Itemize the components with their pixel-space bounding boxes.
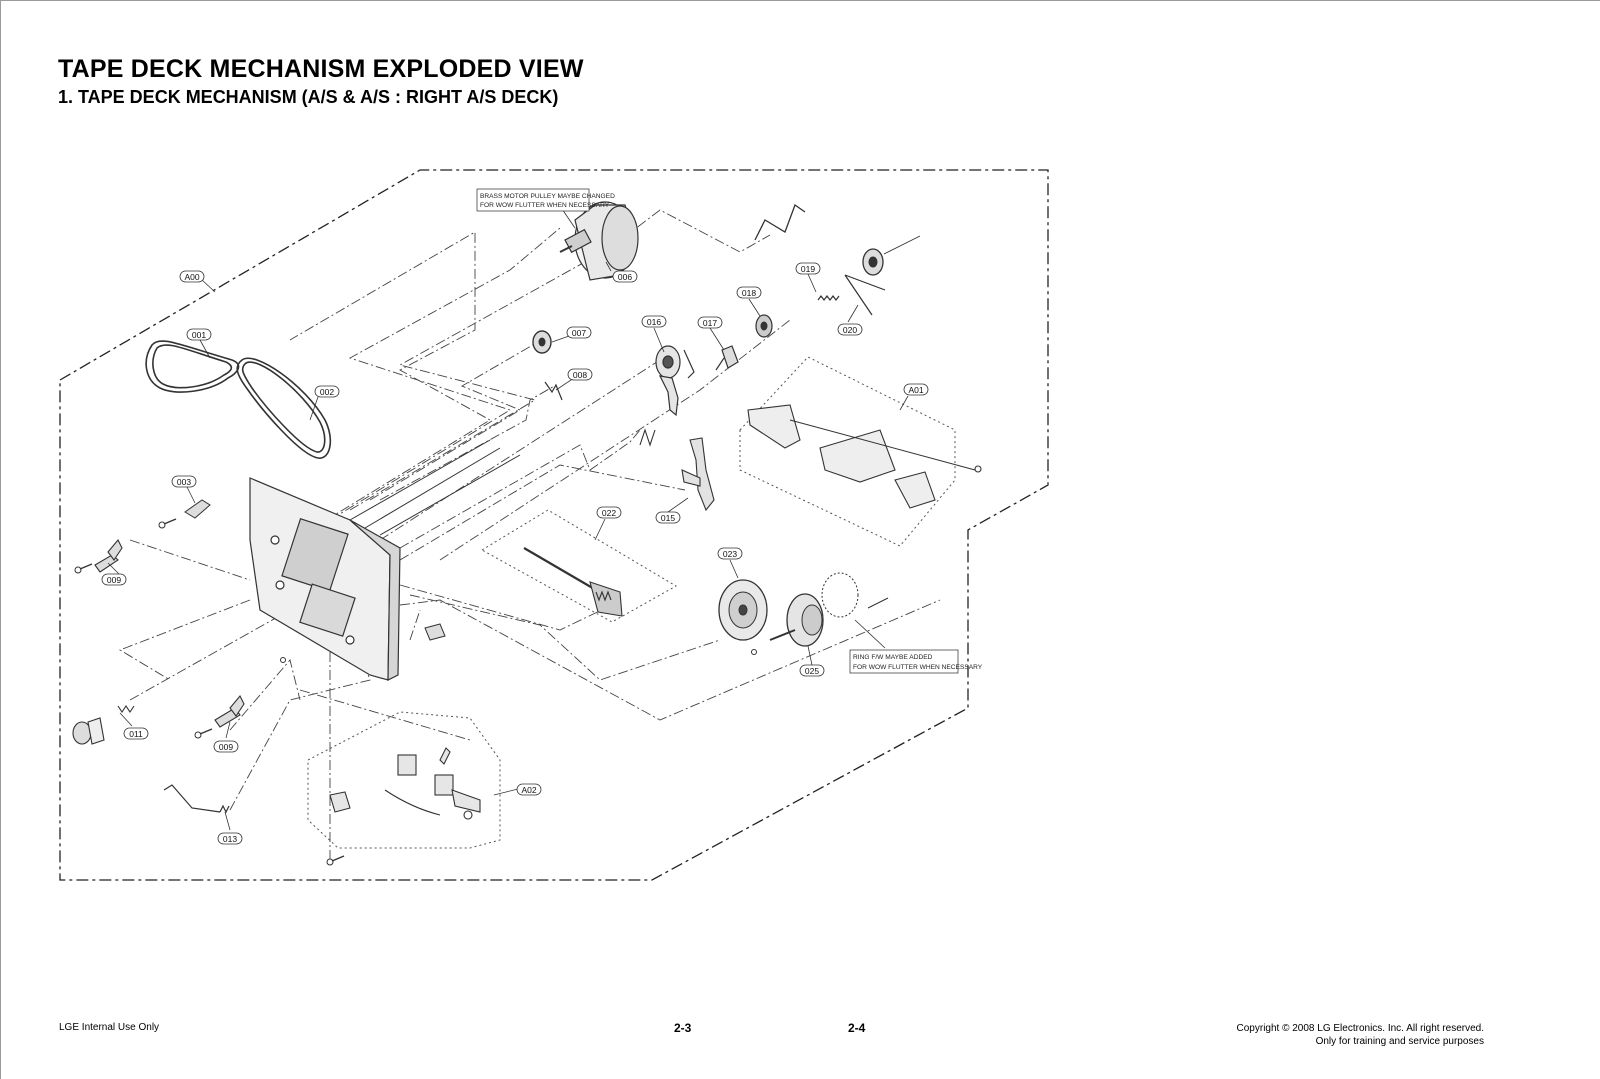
svg-text:009: 009 — [219, 742, 233, 752]
belt-001 — [145, 340, 240, 393]
pulley-007 — [532, 330, 552, 354]
group-022-outline — [481, 509, 677, 623]
svg-text:011: 011 — [129, 729, 143, 739]
page-title: TAPE DECK MECHANISM EXPLODED VIEW — [58, 55, 584, 83]
page-border-top — [0, 0, 1600, 1]
svg-text:FOR WOW FLUTTER WHEN NECESSARY: FOR WOW FLUTTER WHEN NECESSARY — [853, 664, 983, 671]
shaft-009-top — [94, 539, 123, 573]
callout-025: 025 — [799, 664, 825, 677]
callout-011: 011 — [123, 727, 149, 740]
spring-small — [639, 428, 656, 447]
bracket-small — [424, 623, 446, 641]
callout-019: 019 — [795, 262, 821, 275]
svg-text:A00: A00 — [184, 272, 199, 282]
svg-text:003: 003 — [177, 477, 191, 487]
leader-lines — [107, 205, 909, 831]
svg-text:BRASS MOTOR PULLEY MAYBE CHANG: BRASS MOTOR PULLEY MAYBE CHANGED — [480, 193, 615, 200]
svg-text:RING F/W MAYBE ADDED: RING F/W MAYBE ADDED — [853, 654, 933, 661]
subassembly-a02-outline — [307, 711, 501, 849]
callout-017: 017 — [697, 316, 723, 329]
svg-text:002: 002 — [320, 387, 334, 397]
svg-text:018: 018 — [742, 288, 756, 298]
callout-009-top: 009 — [101, 573, 127, 586]
main-chassis — [249, 439, 521, 681]
svg-text:015: 015 — [661, 513, 675, 523]
svg-text:017: 017 — [703, 318, 717, 328]
head-assembly-a02 — [329, 747, 481, 820]
svg-text:013: 013 — [223, 834, 237, 844]
screw-009-top — [74, 563, 93, 574]
footer-copyright-block: Copyright © 2008 LG Electronics. Inc. Al… — [1237, 1022, 1484, 1048]
shaft-009-bottom — [214, 695, 245, 728]
copyright-text: Copyright © 2008 LG Electronics. Inc. Al… — [1236, 1023, 1484, 1034]
flywheel-018 — [755, 314, 773, 338]
svg-text:020: 020 — [843, 325, 857, 335]
arm-017 — [715, 345, 739, 371]
svg-text:025: 025 — [805, 666, 819, 676]
svg-text:001: 001 — [192, 330, 206, 340]
gear-023 — [718, 579, 768, 641]
svg-text:023: 023 — [723, 549, 737, 559]
footer-internal-use: LGE Internal Use Only — [59, 1022, 160, 1033]
callout-a02: A02 — [516, 783, 542, 796]
page-number-right: 2-4 — [848, 1021, 866, 1035]
svg-text:009: 009 — [107, 575, 121, 585]
callout-023: 023 — [717, 547, 743, 560]
spring-008 — [544, 381, 563, 401]
lever-016 — [655, 345, 695, 417]
head-assembly-a01 — [747, 404, 982, 509]
callout-a01: A01 — [903, 383, 929, 396]
solenoid-022 — [523, 547, 623, 617]
spring-019 — [817, 295, 840, 301]
wire-spring-020 — [844, 274, 886, 316]
reel-wheel-top — [862, 235, 921, 276]
callout-009-bottom: 009 — [213, 740, 239, 753]
svg-text:FOR WOW FLUTTER WHEN NECESSARY: FOR WOW FLUTTER WHEN NECESSARY — [480, 202, 610, 209]
svg-text:016: 016 — [647, 317, 661, 327]
page-border-left — [0, 0, 1, 1079]
callout-a00: A00 — [179, 270, 205, 283]
page-number-left: 2-3 — [674, 1021, 692, 1035]
callout-007: 007 — [566, 326, 592, 339]
callout-001: 001 — [186, 328, 212, 341]
callout-002: 002 — [314, 385, 340, 398]
belt-002 — [236, 357, 332, 459]
svg-text:019: 019 — [801, 264, 815, 274]
capstan-025 — [769, 572, 889, 647]
bracket-top — [754, 203, 806, 241]
bracket-003 — [184, 499, 211, 519]
svg-text:022: 022 — [602, 508, 616, 518]
screw-009-bottom — [194, 728, 213, 739]
note-ring-fw: RING F/W MAYBE ADDED FOR WOW FLUTTER WHE… — [849, 649, 983, 674]
callout-015: 015 — [655, 511, 681, 524]
callout-020: 020 — [837, 323, 863, 336]
svg-text:008: 008 — [573, 370, 587, 380]
callout-022: 022 — [596, 506, 622, 519]
lever-015 — [681, 437, 715, 512]
callout-008: 008 — [567, 368, 593, 381]
page-subtitle: 1. TAPE DECK MECHANISM (A/S & A/S : RIGH… — [58, 87, 559, 107]
subassembly-a01-outline — [739, 356, 956, 547]
callout-006: 006 — [612, 270, 638, 283]
svg-text:A02: A02 — [521, 785, 536, 795]
svg-text:006: 006 — [618, 272, 632, 282]
assembly-boundary — [59, 169, 1049, 881]
svg-text:007: 007 — [572, 328, 586, 338]
note-motor-pulley: BRASS MOTOR PULLEY MAYBE CHANGED FOR WOW… — [476, 188, 615, 212]
motor-006 — [559, 201, 639, 281]
callout-016: 016 — [641, 315, 667, 328]
callout-013: 013 — [217, 832, 243, 845]
washer — [280, 657, 286, 663]
spring-013 — [163, 784, 230, 814]
pinch-roller-011 — [72, 705, 135, 745]
callout-018: 018 — [736, 286, 762, 299]
svg-text:A01: A01 — [908, 385, 923, 395]
screw-003 — [158, 518, 177, 529]
callout-003: 003 — [171, 475, 197, 488]
guide-lines — [118, 209, 941, 860]
washer-2 — [751, 649, 757, 655]
purpose-text: Only for training and service purposes — [1315, 1036, 1484, 1047]
